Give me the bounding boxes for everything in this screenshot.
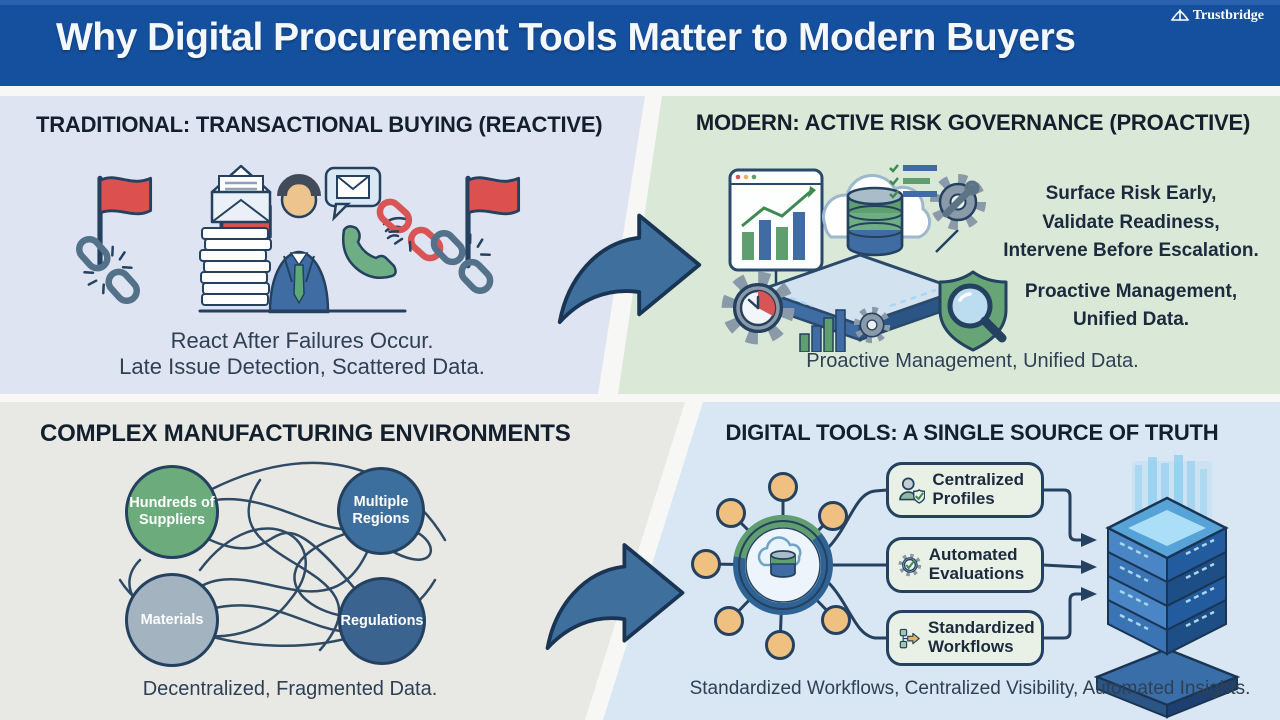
quadrant-modern-bg xyxy=(618,96,1280,394)
cloud-database-hub-icon xyxy=(733,515,833,615)
gear-wrench-icon xyxy=(935,179,981,225)
modern-caption: Proactive Management, Unified Data. xyxy=(806,350,1139,372)
traditional-caption-line2: Late Issue Detection, Scattered Data. xyxy=(119,354,485,379)
node-materials: Materials xyxy=(125,573,219,667)
quadrant-traditional-bg xyxy=(0,96,645,394)
benefit-line: Validate Readiness, xyxy=(1042,211,1220,233)
page-title: Why Digital Procurement Tools Matter to … xyxy=(56,16,1076,59)
modern-benefits: Surface Risk Early, Validate Readiness, … xyxy=(993,180,1269,335)
modern-heading: MODERN: ACTIVE RISK GOVERNANCE (PROACTIV… xyxy=(695,110,1251,135)
server-stack-icon xyxy=(1093,455,1241,719)
workflow-arrow-icon xyxy=(899,628,920,649)
node-regulations: Regulations xyxy=(338,577,426,665)
paper-stack-icon xyxy=(199,227,272,306)
box-label: Standardized Workflows xyxy=(927,618,1035,656)
automated-evaluations-box: Automated Evaluations xyxy=(886,537,1044,593)
bridge-icon xyxy=(1170,9,1189,21)
traditional-heading: TRADITIONAL: TRANSACTIONAL BUYING (REACT… xyxy=(36,112,603,137)
gear-check-icon xyxy=(898,545,922,585)
benefit-line: Surface Risk Early, xyxy=(1045,183,1217,204)
box-label: Automated Evaluations xyxy=(928,545,1025,583)
node-label: Materials xyxy=(140,611,204,628)
mail-message-bubble-icon xyxy=(324,166,382,222)
node-label: Multiple Regions xyxy=(352,494,410,527)
person-check-icon xyxy=(899,477,926,504)
brand-name: Trustbridge xyxy=(1192,8,1264,23)
benefit-line: Proactive Management, xyxy=(1024,280,1238,302)
transition-arrow-top xyxy=(557,213,702,324)
digital-diagram xyxy=(691,455,1241,719)
box-to-server-connectors xyxy=(1042,488,1082,640)
brand-logo: Trustbridge xyxy=(1170,8,1264,24)
benefit-line: Intervene Before Escalation. xyxy=(1003,240,1259,261)
gear-pie-chart-icon xyxy=(728,278,788,338)
digital-heading: DIGITAL TOOLS: A SINGLE SOURCE OF TRUTH xyxy=(725,420,1219,445)
broken-chain-icon xyxy=(65,226,152,315)
digital-caption: Standardized Workflows, Centralized Visi… xyxy=(689,678,1251,699)
standardized-workflows-box: Standardized Workflows xyxy=(886,610,1044,666)
cloud-database-icon xyxy=(821,173,932,257)
analytics-dashboard-icon xyxy=(728,168,824,272)
complex-heading: COMPLEX MANUFACTURING ENVIRONMENTS xyxy=(40,420,571,447)
node-label: Regulations xyxy=(340,612,424,629)
platform-icon xyxy=(758,253,962,342)
spoke-node-icons xyxy=(691,472,851,660)
benefit-line: Unified Data. xyxy=(1072,309,1190,330)
header-bar xyxy=(0,0,1280,86)
traditional-icons xyxy=(60,164,550,315)
open-envelope-icon xyxy=(210,164,272,224)
node-label: Hundreds of Suppliers xyxy=(129,495,215,528)
shield-magnifier-icon xyxy=(938,270,1008,352)
quadrant-complex-bg xyxy=(0,402,685,720)
arrowheads xyxy=(1081,533,1097,601)
buyer-person-icon xyxy=(268,174,330,314)
checklist-icon xyxy=(889,164,937,199)
traditional-caption-line1: React After Failures Occur. xyxy=(170,328,434,353)
complex-caption: Decentralized, Fragmented Data. xyxy=(142,678,438,700)
node-suppliers: Hundreds of Suppliers xyxy=(125,465,219,559)
modern-icons xyxy=(700,164,1008,352)
bar-chart-icon xyxy=(799,309,846,352)
centralized-profiles-box: Centralized Profiles xyxy=(886,462,1044,518)
hub-to-box-connectors xyxy=(826,488,888,640)
box-label: Centralized Profiles xyxy=(932,470,1025,508)
node-regions: Multiple Regions xyxy=(337,467,425,555)
red-flag-icon xyxy=(468,178,519,266)
